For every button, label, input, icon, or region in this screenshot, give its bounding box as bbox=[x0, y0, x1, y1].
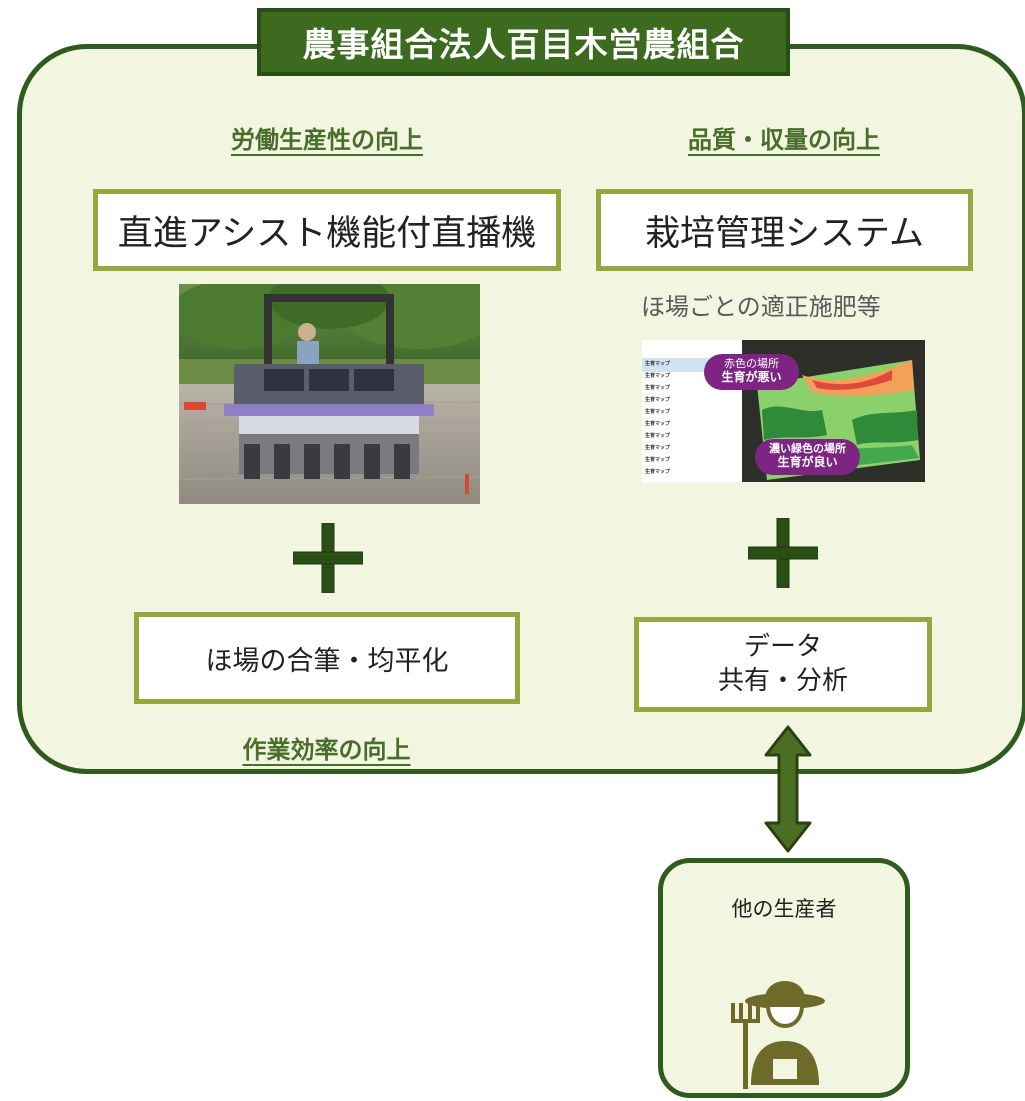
producer-label: 他の生産者 bbox=[731, 897, 837, 921]
map-list-item: 生育マップ bbox=[645, 457, 671, 463]
planter-illustration bbox=[179, 284, 480, 504]
producer-box: 他の生産者 bbox=[658, 858, 910, 1098]
map-list-item: 生育マップ bbox=[645, 421, 671, 427]
map-list-item: 生育マップ bbox=[645, 433, 671, 439]
map-screenshot: 生育マップ生育マップ生育マップ生育マップ生育マップ生育マップ生育マップ生育マップ… bbox=[642, 340, 925, 482]
map-list-item: 生育マップ bbox=[645, 409, 671, 415]
bubble-good-growth-line2: 生育が良い bbox=[777, 454, 838, 469]
box-data-sharing: データ 共有・分析 bbox=[634, 617, 932, 712]
planter-photo bbox=[179, 284, 480, 504]
box-data-sharing-line2: 共有・分析 bbox=[717, 665, 848, 696]
box-field-consolidation: ほ場の合筆・均平化 bbox=[134, 612, 520, 704]
bubble-poor-growth: 赤色の場所 生育が悪い bbox=[704, 354, 799, 390]
heading-labor-productivity: 労働生産性の向上 bbox=[231, 126, 423, 154]
bubble-good-growth-line1: 濃い緑色の場所 bbox=[769, 442, 846, 455]
heading-work-efficiency: 作業効率の向上 bbox=[242, 736, 411, 764]
plus-icon bbox=[293, 523, 363, 593]
heading-quality-yield: 品質・収量の向上 bbox=[688, 126, 880, 154]
map-list-item: 生育マップ bbox=[645, 445, 671, 451]
map-list-item: 生育マップ bbox=[645, 361, 671, 367]
map-list-item: 生育マップ bbox=[645, 469, 671, 475]
map-list-item: 生育マップ bbox=[645, 385, 671, 391]
title-banner: 農事組合法人百目木営農組合 bbox=[257, 8, 790, 76]
bubble-good-growth: 濃い緑色の場所 生育が良い bbox=[755, 439, 860, 475]
bubble-poor-growth-line2: 生育が悪い bbox=[721, 369, 782, 384]
box-data-sharing-line1: データ bbox=[743, 631, 822, 662]
map-list-item: 生育マップ bbox=[645, 373, 671, 379]
caption-fertilization: ほ場ごとの適正施肥等 bbox=[641, 293, 881, 321]
plus-icon bbox=[748, 518, 818, 588]
box-direct-seeder: 直進アシスト機能付直播機 bbox=[93, 189, 561, 271]
double-arrow-icon bbox=[764, 725, 812, 853]
bubble-poor-growth-line1: 赤色の場所 bbox=[724, 357, 779, 370]
map-list-item: 生育マップ bbox=[645, 397, 671, 403]
box-cultivation-system: 栽培管理システム bbox=[596, 189, 973, 271]
farmer-icon bbox=[731, 981, 825, 1089]
